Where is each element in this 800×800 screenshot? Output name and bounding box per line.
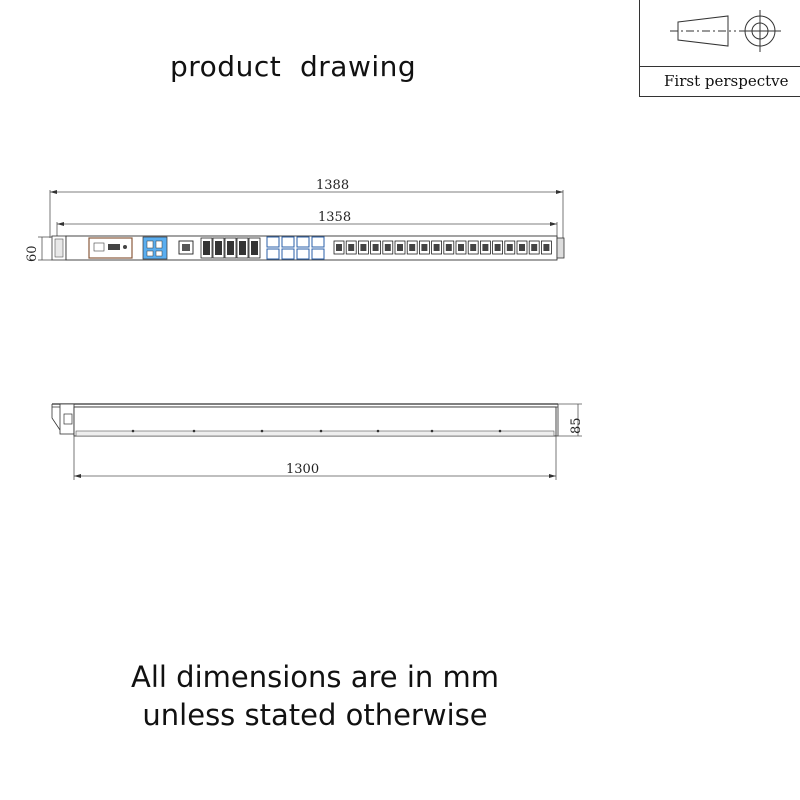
c13-socket-insert xyxy=(384,244,391,251)
pdu-front-view xyxy=(51,235,565,261)
c13-socket-insert xyxy=(421,244,428,251)
meter-module xyxy=(142,236,168,260)
first-angle-projection-icon xyxy=(670,10,781,52)
c13-socket-insert xyxy=(506,244,513,251)
c13-socket-insert xyxy=(372,244,379,251)
drawing-title: product drawing xyxy=(170,50,417,83)
c13-socket-group-2 xyxy=(266,236,325,260)
projection-label: First perspectve xyxy=(664,72,789,90)
c13-socket-insert xyxy=(433,244,440,251)
dimension-1388: 1388 xyxy=(316,178,349,193)
c13-socket-insert xyxy=(458,244,464,251)
c13-socket-insert xyxy=(397,244,403,251)
c13-socket-insert xyxy=(445,244,452,251)
c13-socket-insert xyxy=(482,244,489,251)
dimension-1300: 1300 xyxy=(286,462,319,477)
c13-socket-group-3 xyxy=(333,240,552,255)
projection-symbol-box: First perspectve xyxy=(639,0,800,97)
c13-socket-insert xyxy=(348,244,355,251)
pdu-side-view xyxy=(51,403,559,437)
c13-socket-insert xyxy=(519,244,525,251)
units-note-line1: All dimensions are in mm xyxy=(131,660,499,694)
c13-socket-insert xyxy=(543,244,550,251)
c13-socket-group-1 xyxy=(200,237,261,259)
units-note-line2: unless stated otherwise xyxy=(142,698,488,732)
dimension-60: 60 xyxy=(25,245,40,262)
dimension-85: 85 xyxy=(569,417,584,434)
c13-socket-insert xyxy=(494,244,501,251)
c13-socket-insert xyxy=(531,244,538,251)
c13-socket-insert xyxy=(409,244,416,251)
c13-socket-insert xyxy=(470,244,477,251)
dimension-1358: 1358 xyxy=(318,210,351,225)
c13-socket-insert xyxy=(360,244,367,251)
c13-socket-insert xyxy=(336,244,342,251)
legend-divider xyxy=(640,66,800,67)
